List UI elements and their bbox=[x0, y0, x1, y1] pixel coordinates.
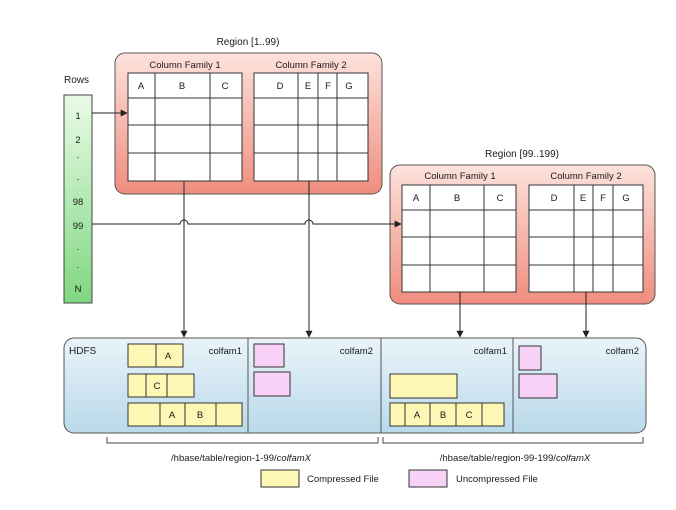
row-label-99: 99 bbox=[73, 221, 84, 232]
region-2-family-1-table bbox=[401, 184, 517, 293]
file-r1-3-col-b: B bbox=[197, 410, 203, 421]
region-1-family-1-title: Column Family 1 bbox=[149, 60, 220, 71]
region-1-family-2-title: Column Family 2 bbox=[275, 60, 346, 71]
row-label-2: 2 bbox=[75, 135, 80, 146]
legend-uncompressed-label: Uncompressed File bbox=[456, 474, 538, 485]
file-r2-2-col-b: B bbox=[440, 410, 446, 421]
path-region-2: /hbase/table/region-99-199/colfamX bbox=[440, 453, 591, 464]
region-1-col-d: D bbox=[277, 81, 284, 92]
path-region-1: /hbase/table/region-1-99/colfamX bbox=[171, 453, 312, 464]
row-label-dot-2: . bbox=[77, 172, 80, 183]
rows-labels: 1 2 . . 98 99 . . N bbox=[73, 111, 84, 295]
region-2-col-a: A bbox=[413, 193, 420, 204]
uncompressed-file-r2-2 bbox=[518, 373, 558, 399]
region-2-col-d: D bbox=[551, 193, 558, 204]
compressed-file-r1-1 bbox=[127, 343, 184, 368]
uncompressed-file-r2-1 bbox=[518, 345, 542, 371]
path-region-1-suffix: colfamX bbox=[277, 453, 312, 464]
row-label-n: N bbox=[75, 284, 82, 295]
region-1-col-f: F bbox=[325, 81, 331, 92]
hdfs-label: HDFS bbox=[69, 346, 97, 357]
uncompressed-file-r1-2 bbox=[253, 371, 291, 397]
file-r1-3-col-a: A bbox=[169, 410, 176, 421]
compressed-file-r1-3 bbox=[127, 402, 243, 427]
hdfs-region-2-colfam1-label: colfam1 bbox=[474, 346, 507, 357]
hdfs-region-1-colfam2-label: colfam2 bbox=[340, 346, 373, 357]
legend-compressed-swatch bbox=[260, 469, 300, 488]
region-2-family-2-title: Column Family 2 bbox=[550, 171, 621, 182]
legend-uncompressed-swatch bbox=[408, 469, 448, 488]
file-r2-2-col-a: A bbox=[414, 410, 421, 421]
region-1-col-g: G bbox=[345, 81, 352, 92]
region-2-col-c: C bbox=[497, 193, 504, 204]
legend-compressed-label: Compressed File bbox=[307, 474, 379, 485]
region-2-family-1-title: Column Family 1 bbox=[424, 171, 495, 182]
region-1-col-e: E bbox=[305, 81, 311, 92]
region-1-col-c: C bbox=[222, 81, 229, 92]
file-r1-2-col-c: C bbox=[154, 381, 161, 392]
row-label-dot-1: . bbox=[77, 150, 80, 161]
file-r2-2-col-c: C bbox=[466, 410, 473, 421]
row-label-dot-4: . bbox=[77, 260, 80, 271]
region-2-col-b: B bbox=[454, 193, 460, 204]
region-1-col-b: B bbox=[179, 81, 185, 92]
hdfs-region-2-colfam2-label: colfam2 bbox=[606, 346, 639, 357]
region-1-title: Region [1..99) bbox=[217, 37, 280, 48]
region-2-col-e: E bbox=[580, 193, 586, 204]
row-label-1: 1 bbox=[75, 111, 80, 122]
region-1-col-a: A bbox=[138, 81, 145, 92]
rows-title: Rows bbox=[64, 75, 89, 86]
rows-to-region-2-arrow bbox=[92, 219, 402, 228]
row-label-98: 98 bbox=[73, 197, 84, 208]
hdfs-region-1-colfam1-label: colfam1 bbox=[209, 346, 242, 357]
compressed-file-r2-2 bbox=[389, 402, 505, 427]
path-region-1-prefix: /hbase/table/region-1-99/ bbox=[171, 453, 277, 464]
path-region-2-suffix: colfamX bbox=[556, 453, 591, 464]
path-bracket-region-1 bbox=[106, 437, 379, 444]
path-bracket-region-2 bbox=[382, 437, 644, 444]
region-1-family-1-table bbox=[127, 72, 243, 182]
file-r1-1-col-a: A bbox=[165, 351, 172, 362]
region-2-col-f: F bbox=[600, 193, 606, 204]
rows-bar bbox=[63, 94, 93, 304]
uncompressed-file-r1-1 bbox=[253, 343, 285, 368]
compressed-file-r2-1 bbox=[389, 373, 458, 399]
path-region-2-prefix: /hbase/table/region-99-199/ bbox=[440, 453, 557, 464]
region-1-family-2-table bbox=[253, 72, 369, 182]
region-2-family-2-table bbox=[528, 184, 644, 293]
region-2-col-g: G bbox=[622, 193, 629, 204]
compressed-file-r1-2 bbox=[127, 373, 195, 398]
row-label-dot-3: . bbox=[77, 242, 80, 253]
region-2-title: Region [99..199) bbox=[485, 149, 559, 160]
